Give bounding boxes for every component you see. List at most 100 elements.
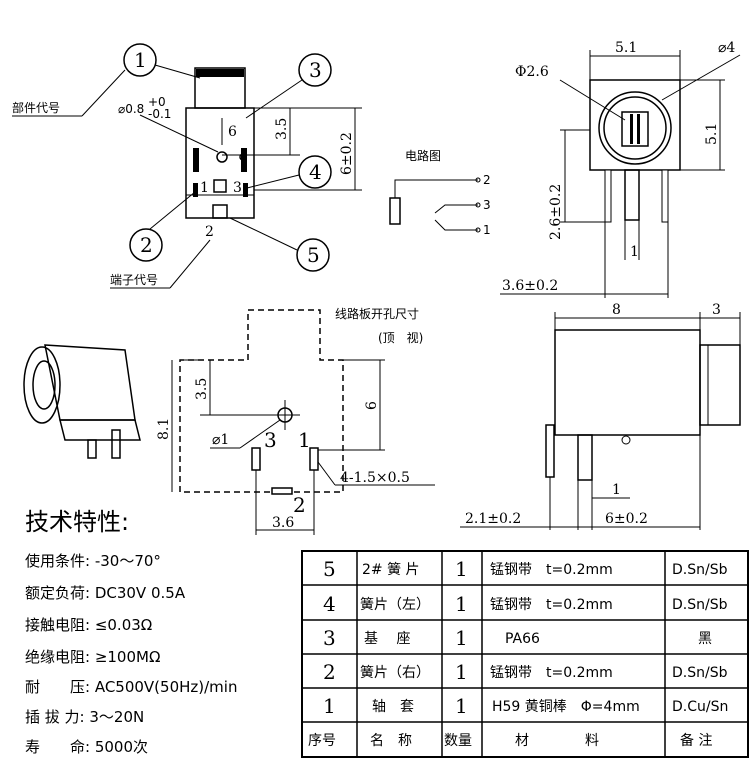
dim-pin-pitch: 1 (630, 244, 639, 260)
part-code-label: 部件代号 (12, 100, 60, 115)
spec-item: 使用条件: -30～70° (25, 552, 161, 570)
pin-label-6: 6 (228, 124, 237, 140)
dim-pin-offset: 2.6±0.2 (548, 184, 564, 240)
header-material: 材 料 (515, 733, 599, 749)
table-row: 3 基 座 1 PA66 黑 (323, 626, 712, 650)
technical-specs: 技术特性: 使用条件: -30～70° 额定负荷: DC30V 0.5A 接触电… (25, 508, 237, 756)
pcb-subtitle: (顶 视) (378, 330, 423, 345)
sleeve-cap (196, 69, 244, 77)
cell-material: PA66 (505, 631, 540, 647)
pcb-slot-spec: 4-1.5×0.5 (340, 470, 410, 486)
circuit-title: 电路图 (405, 148, 441, 163)
cell-name: 基 座 (364, 630, 410, 647)
spec-item: 耐 压: AC500V(50Hz)/min (25, 678, 237, 696)
circuit-pin-2: 2 (483, 173, 491, 187)
balloon-2: 2 (140, 233, 153, 257)
cell-note: 黑 (698, 631, 712, 647)
balloon-4: 4 (309, 160, 322, 184)
hole-dim: ⌀0.8 (118, 102, 144, 116)
balloon-5: 5 (307, 243, 320, 267)
pin-label-2: 2 (205, 224, 214, 240)
cell-qty: 1 (455, 626, 468, 650)
pcb-dim-3-5: 3.5 (194, 378, 210, 400)
pcb-layout: 线路板开孔尺寸 (顶 视) 3.5 8.1 6 ⌀1 3 1 2 3.6 4-1… (156, 306, 435, 535)
dim-3-5: 3.5 (274, 118, 290, 140)
pcb-hole-dia: ⌀1 (212, 432, 229, 448)
pcb-pin-3: 3 (264, 428, 277, 452)
cell-note: D.Sn/Sb (672, 562, 728, 578)
circuit-pin-3: 3 (483, 198, 491, 212)
specs-title: 技术特性: (25, 508, 129, 536)
hole-tol-upper: +0 (148, 95, 166, 109)
cell-no: 2 (323, 660, 336, 684)
spec-item: 绝缘电阻: ≥100MΩ (25, 648, 160, 666)
hole-tol-lower: -0.1 (148, 107, 171, 121)
cell-note: D.Sn/Sb (672, 665, 728, 681)
dim-6: 6±0.2 (339, 132, 355, 175)
cell-qty: 1 (455, 592, 468, 616)
cell-no: 5 (323, 557, 336, 581)
circuit-diagram: 电路图 2 3 1 (389, 148, 491, 237)
cell-name: 轴 套 (372, 699, 414, 715)
cell-material: 锰钢带 t=0.2mm (490, 665, 613, 681)
balloon-1: 1 (134, 48, 147, 72)
cell-no: 3 (323, 626, 336, 650)
table-row: 4 簧片（左） 1 锰钢带 t=0.2mm D.Sn/Sb (323, 592, 728, 616)
table-header-row: 序号 名 称 数量 材 料 备 注 (308, 732, 712, 749)
dim-width-5-1: 5.1 (615, 40, 637, 56)
front-view: 3.5 6±0.2 ⌀0.8 +0 -0.1 6 1 3 2 1 3 4 2 5… (12, 43, 362, 289)
header-note: 备 注 (680, 732, 712, 749)
header-name: 名 称 (370, 733, 412, 749)
spec-item: 接触电阻: ≤0.03Ω (25, 616, 152, 634)
cell-material: H59 黄铜棒 Φ=4mm (492, 698, 640, 715)
cell-name: 簧片（右） (360, 665, 430, 681)
circuit-pin-1: 1 (483, 223, 491, 237)
terminal-code-label: 端子代号 (110, 273, 158, 287)
side-dim-2-1: 2.1±0.2 (465, 511, 521, 527)
header-no: 序号 (308, 733, 336, 749)
cell-qty: 1 (455, 694, 468, 718)
side-dim-8: 8 (612, 302, 621, 318)
pcb-dim-3-6: 3.6 (272, 515, 294, 531)
cell-no: 1 (323, 694, 336, 718)
dim-pin-span: 3.6±0.2 (502, 278, 558, 294)
side-dim-1: 1 (612, 482, 621, 498)
dim-outer-dia: ⌀4 (718, 40, 735, 56)
spring-contact (241, 148, 247, 172)
dim-inner-dia: Φ2.6 (515, 64, 549, 80)
front-right-view: 5.1 ⌀4 Φ2.6 5.1 2.6±0.2 1 3.6±0.2 (500, 40, 741, 298)
cell-qty: 1 (455, 660, 468, 684)
cell-note: D.Cu/Sn (672, 699, 728, 715)
side-dim-3: 3 (712, 302, 721, 318)
header-qty: 数量 (444, 733, 472, 749)
isometric-view (23, 344, 141, 459)
pcb-dim-8-1: 8.1 (156, 418, 172, 440)
cell-material: 锰钢带 t=0.2mm (490, 597, 613, 613)
bom-table: 5 2# 簧 片 1 锰钢带 t=0.2mm D.Sn/Sb 4 簧片（左） 1… (301, 550, 749, 758)
cell-name: 2# 簧 片 (362, 562, 420, 578)
pcb-title: 线路板开孔尺寸 (335, 306, 419, 321)
pcb-dim-6: 6 (364, 401, 380, 410)
cell-material: 锰钢带 t=0.2mm (490, 562, 613, 578)
cell-note: D.Sn/Sb (672, 597, 728, 613)
spec-item: 额定负荷: DC30V 0.5A (25, 584, 186, 602)
dim-height-5-1: 5.1 (704, 123, 720, 145)
pin-label-3: 3 (233, 180, 242, 196)
table-row: 2 簧片（右） 1 锰钢带 t=0.2mm D.Sn/Sb (323, 660, 728, 684)
pin-square (213, 179, 227, 193)
spec-item: 插 拔 力: 3～20N (25, 708, 144, 726)
balloon-3: 3 (309, 58, 322, 82)
side-dim-6: 6±0.2 (605, 511, 648, 527)
center-hole (216, 151, 228, 163)
cell-name: 簧片（左） (360, 597, 430, 613)
pin-label-1: 1 (200, 180, 209, 196)
cell-qty: 1 (455, 557, 468, 581)
side-view: 8 3 1 2.1±0.2 6±0.2 (460, 302, 741, 530)
table-row: 1 轴 套 1 H59 黄铜棒 Φ=4mm D.Cu/Sn (323, 694, 728, 718)
spring-contact (193, 148, 199, 172)
table-row: 5 2# 簧 片 1 锰钢带 t=0.2mm D.Sn/Sb (323, 557, 728, 581)
cell-no: 4 (323, 592, 336, 616)
pcb-pin-1: 1 (298, 428, 311, 452)
spec-item: 寿 命: 5000次 (25, 738, 148, 756)
